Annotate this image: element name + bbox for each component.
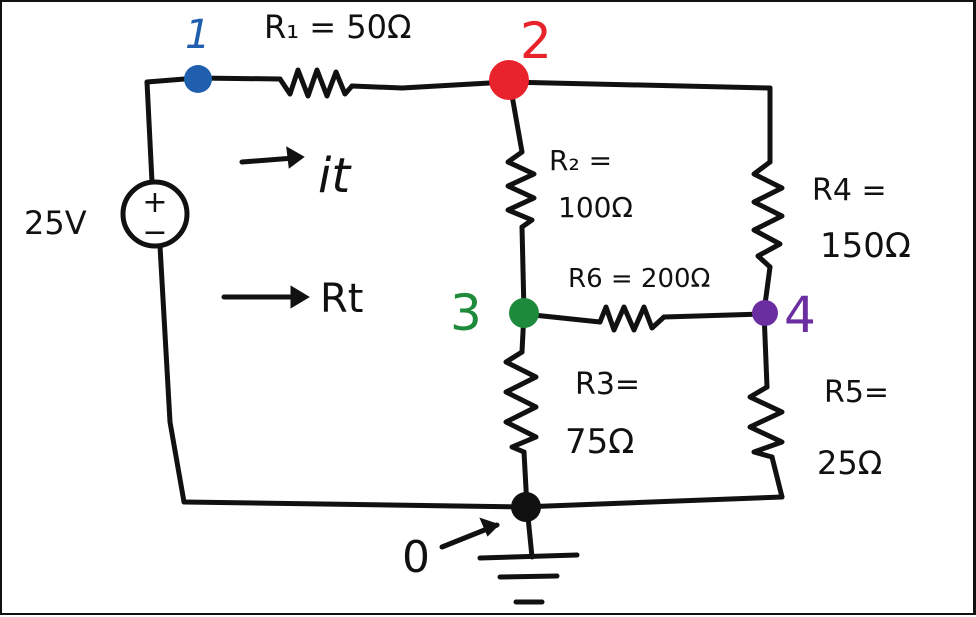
wire-left-lower	[157, 243, 187, 505]
wire-top-right	[504, 79, 773, 91]
node-3-dot	[509, 298, 539, 328]
r2-value-label: 100Ω	[558, 191, 633, 224]
ground-line-2	[497, 573, 560, 580]
r3-name-label: R3=	[575, 367, 640, 402]
resistor-r3-symbol	[503, 349, 539, 455]
voltage-source-circle	[120, 179, 190, 249]
node-3-label: 3	[450, 284, 482, 342]
source-minus-sign: −	[142, 215, 167, 250]
resistor-r2-symbol	[505, 149, 537, 230]
resistor-r5-symbol	[747, 384, 785, 460]
ground-symbol	[477, 552, 580, 605]
r2-name-label: R₂ =	[549, 144, 612, 177]
node-0-dot	[511, 492, 541, 522]
node-2-label: 2	[520, 12, 552, 70]
voltage-source: + −	[120, 179, 190, 250]
wire-left-upper	[144, 79, 155, 185]
r6-label: R6 = 200Ω	[568, 264, 710, 294]
node0-arrow-head	[479, 517, 500, 537]
current-label: it	[318, 148, 352, 204]
resistor-r6-symbol	[597, 304, 667, 333]
r5-value-label: 25Ω	[817, 444, 882, 482]
r3-value-label: 75Ω	[565, 422, 634, 462]
source-voltage-label: 25V	[24, 204, 87, 242]
resistance-arrow-head	[290, 285, 310, 309]
node-0-label: 0	[402, 532, 430, 583]
r1-label: R₁ = 50Ω	[264, 8, 411, 46]
r5-name-label: R5=	[824, 375, 889, 410]
r4-name-label: R4 =	[812, 173, 887, 208]
resistor-r1-symbol	[277, 67, 355, 99]
source-plus-sign: +	[142, 185, 167, 220]
node-1-label: 1	[185, 12, 210, 58]
wire-r2-node3	[519, 224, 527, 315]
wire-r5-bottom	[769, 454, 785, 500]
node-4-dot	[752, 300, 778, 326]
node-2-dot	[489, 60, 529, 100]
resistor-r4-symbol	[751, 159, 785, 270]
current-arrow-head	[286, 146, 305, 169]
wire-top-left	[144, 75, 283, 85]
current-arrow-shaft	[239, 155, 297, 165]
total-resistance-label: Rt	[320, 276, 363, 322]
node-4-label: 4	[784, 286, 816, 344]
wire-r1-node2	[349, 79, 510, 91]
wire-bottom	[181, 494, 785, 510]
node-1-dot	[184, 65, 212, 93]
r4-value-label: 150Ω	[820, 226, 911, 266]
ground-line-1	[477, 552, 580, 561]
wire-r6-node4	[661, 311, 767, 320]
